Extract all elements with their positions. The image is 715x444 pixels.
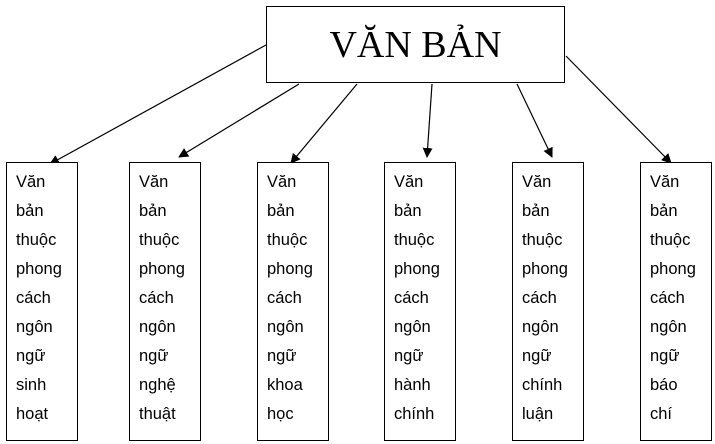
child-node-2: Văn bản thuộc phong cách ngôn ngữ nghệ t… <box>129 162 201 441</box>
word: ngữ <box>16 347 46 365</box>
arrow-1 <box>49 44 267 165</box>
word: bản <box>394 202 422 220</box>
word: khoa <box>267 376 303 394</box>
word: ngôn <box>650 318 687 336</box>
child-node-1: Văn bản thuộc phong cách ngôn ngữ sinh h… <box>6 162 78 441</box>
word: học <box>267 405 294 423</box>
word: phong <box>650 260 696 278</box>
word: phong <box>16 260 62 278</box>
word: ngữ <box>139 347 169 365</box>
word: ngữ <box>522 347 552 365</box>
word: hành <box>394 376 431 394</box>
word: bản <box>650 202 678 220</box>
word: sinh <box>16 376 47 394</box>
word: thuộc <box>139 231 180 249</box>
word: ngữ <box>650 347 680 365</box>
word: chính <box>522 376 563 394</box>
word: ngôn <box>267 318 304 336</box>
word: cách <box>650 289 685 307</box>
child-node-5: Văn bản thuộc phong cách ngôn ngữ chính … <box>512 162 584 441</box>
word: ngôn <box>394 318 431 336</box>
word: phong <box>267 260 313 278</box>
word: thuộc <box>16 231 57 249</box>
word: cách <box>16 289 51 307</box>
word: Văn <box>394 173 424 191</box>
word: chí <box>650 405 673 423</box>
child-node-6: Văn bản thuộc phong cách ngôn ngữ báo ch… <box>640 162 712 441</box>
child-node-4: Văn bản thuộc phong cách ngôn ngữ hành c… <box>384 162 456 441</box>
word: phong <box>139 260 185 278</box>
word: luận <box>522 405 554 423</box>
word: báo <box>650 376 678 394</box>
word: ngôn <box>16 318 53 336</box>
word: phong <box>394 260 440 278</box>
word: thuộc <box>394 231 435 249</box>
word: bản <box>267 202 295 220</box>
word: cách <box>522 289 557 307</box>
arrow-4 <box>422 83 433 158</box>
arrow-6 <box>565 55 672 164</box>
root-node: VĂN BẢN <box>266 6 565 83</box>
word: thuộc <box>522 231 563 249</box>
word: hoạt <box>16 405 49 423</box>
word: Văn <box>16 173 46 191</box>
word: Văn <box>267 173 297 191</box>
arrow-5 <box>516 83 553 158</box>
word: cách <box>139 289 174 307</box>
word: chính <box>394 405 435 423</box>
word: bản <box>139 202 167 220</box>
word: Văn <box>522 173 552 191</box>
word: ngôn <box>139 318 176 336</box>
word: ngữ <box>267 347 297 365</box>
word: ngữ <box>394 347 424 365</box>
word: bản <box>522 202 550 220</box>
word: cách <box>267 289 302 307</box>
child-node-3: Văn bản thuộc phong cách ngôn ngữ khoa h… <box>257 162 329 441</box>
word: ngôn <box>522 318 559 336</box>
arrow-2 <box>178 83 300 158</box>
word: phong <box>522 260 568 278</box>
word: thuộc <box>650 231 691 249</box>
arrow-3 <box>290 83 358 164</box>
word: Văn <box>650 173 680 191</box>
root-label: VĂN BẢN <box>329 23 502 66</box>
word: cách <box>394 289 429 307</box>
word: nghệ <box>139 376 176 394</box>
word: bản <box>16 202 44 220</box>
word: thuộc <box>267 231 308 249</box>
word: thuật <box>139 405 176 423</box>
word: Văn <box>139 173 169 191</box>
